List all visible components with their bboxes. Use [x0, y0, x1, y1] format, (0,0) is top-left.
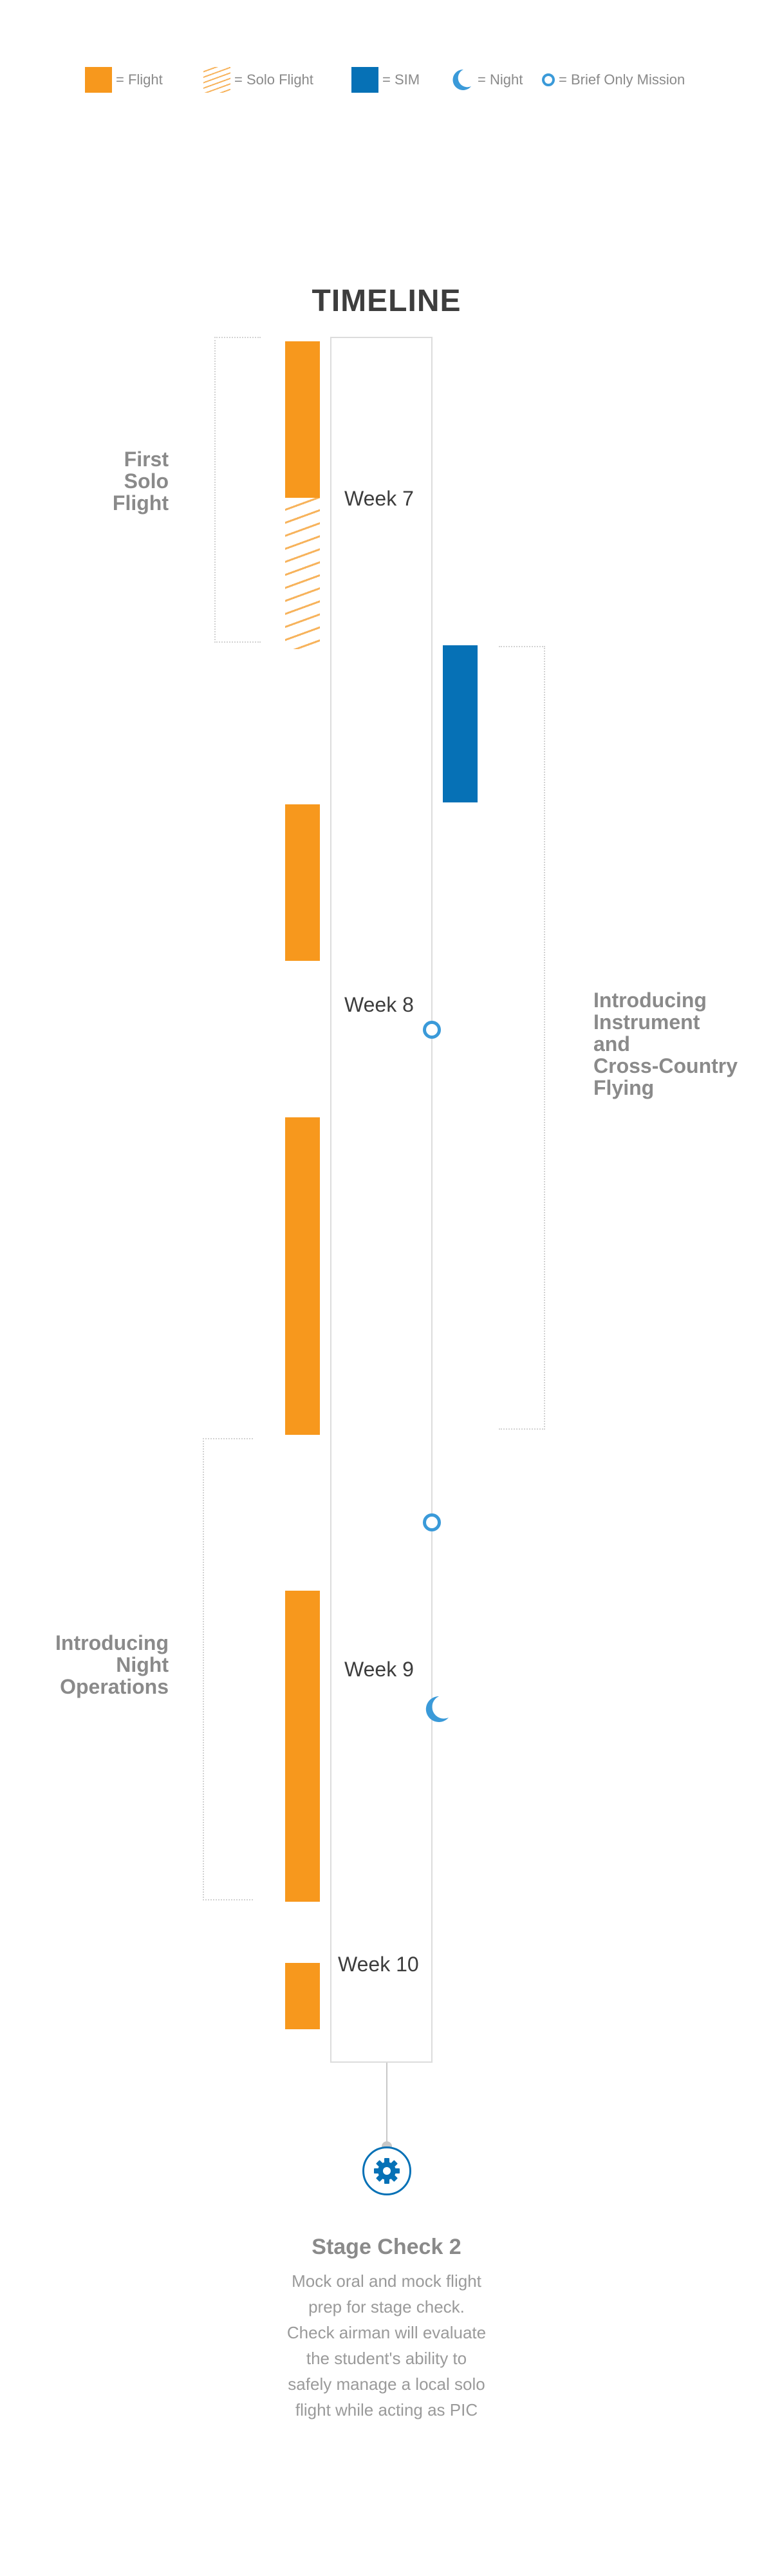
- moon-icon: [425, 1696, 449, 1722]
- legend-flight-label: = Flight: [116, 71, 163, 88]
- phase-label-instrument: Introducing Instrument and Cross-Country…: [593, 989, 738, 1099]
- legend-solo-label: = Solo Flight: [234, 71, 313, 88]
- moon-icon: [452, 69, 471, 90]
- phase-label-first-solo: First Solo Flight: [112, 448, 169, 515]
- legend-night-label: = Night: [478, 71, 523, 88]
- legend-sim: = SIM: [351, 67, 420, 93]
- timeline-track: [330, 337, 433, 2063]
- flight-block: [285, 1591, 320, 1902]
- solo-flight-swatch: [203, 67, 230, 93]
- flight-block: [285, 341, 320, 498]
- stage-check-badge: [362, 2146, 411, 2195]
- legend-solo: = Solo Flight: [203, 67, 313, 93]
- stage-check-title: Stage Check 2: [312, 2235, 461, 2259]
- solo-flight-block: [285, 498, 320, 649]
- legend-night: = Night: [449, 67, 523, 93]
- flight-block: [285, 1963, 320, 2029]
- week-label: Week 9: [344, 1658, 414, 1681]
- phase-bracket: [214, 337, 261, 643]
- legend-sim-label: = SIM: [382, 71, 420, 88]
- stage-connector: [386, 2063, 387, 2146]
- week-label: Week 8: [344, 993, 414, 1016]
- legend-brief-label: = Brief Only Mission: [559, 71, 685, 88]
- timeline-title: TIMELINE: [312, 284, 461, 318]
- circle-icon: [542, 73, 555, 86]
- brief-mission-marker: [423, 1021, 441, 1039]
- flight-swatch: [85, 67, 112, 93]
- sim-block: [443, 645, 478, 802]
- flight-block: [285, 1117, 320, 1435]
- week-label: Week 7: [344, 487, 414, 510]
- stage-check-description: Mock oral and mock flight prep for stage…: [286, 2271, 487, 2420]
- gear-icon: [374, 2158, 400, 2184]
- legend-brief: = Brief Only Mission: [542, 67, 685, 93]
- week-label: Week 10: [338, 1953, 419, 1976]
- phase-label-night-ops: Introducing Night Operations: [55, 1631, 169, 1698]
- phase-bracket: [203, 1438, 253, 1900]
- legend-flight: = Flight: [85, 67, 163, 93]
- flight-block: [285, 804, 320, 961]
- brief-mission-marker: [423, 1513, 441, 1531]
- sim-swatch: [351, 67, 378, 93]
- phase-bracket: [499, 646, 545, 1430]
